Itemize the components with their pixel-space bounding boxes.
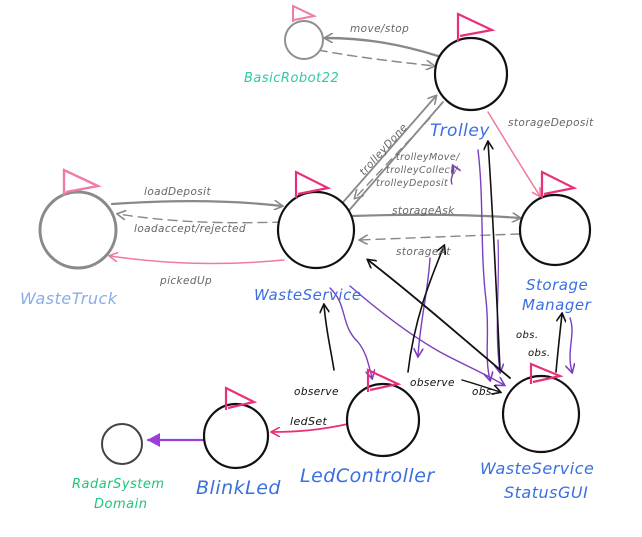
label-observe-right: observe: [410, 377, 455, 389]
label-status-gui-2: StatusGUI: [504, 483, 588, 502]
edge-load-deposit: [110, 201, 282, 206]
label-storage-at: storageAt: [396, 246, 451, 258]
edge-move-stop-reply: [317, 49, 434, 66]
label-load-accept: loadaccept/rejected: [134, 223, 246, 235]
edges: [110, 38, 572, 447]
edge-picked-up: [110, 256, 285, 265]
edge-storage-deposit: [487, 111, 540, 196]
label-load-deposit: loadDeposit: [144, 186, 211, 198]
node-trolley[interactable]: [433, 12, 509, 112]
edge-led-set: [272, 423, 349, 432]
actor-flag-icon: [294, 170, 332, 198]
nodes: [38, 4, 592, 470]
edge-observe-trolley-gui: [477, 149, 490, 380]
label-observe-left: observe: [294, 386, 339, 398]
label-trolley-cmd-2: trolleyCollect/: [386, 165, 459, 176]
label-trolley: Trolley: [430, 121, 490, 141]
edge-status-squiggle: [450, 166, 454, 185]
label-obs-sm-1: obs.: [516, 330, 538, 341]
label-picked-up: pickedUp: [159, 275, 212, 287]
edge-led-observe-trolley: [407, 246, 444, 373]
actor-flag-icon: [224, 386, 258, 410]
label-storage-ask: storageAsk: [392, 205, 455, 217]
node-waste-truck[interactable]: [38, 168, 118, 270]
edge-gui-observe-ws: [368, 260, 511, 379]
label-storage-manager-1: Storage: [526, 276, 588, 294]
edge-observe-sm-gui: [570, 317, 572, 372]
actor-flag-icon: [529, 362, 564, 384]
edge-led-observe-ws: [324, 305, 335, 371]
label-led-controller: LedController: [300, 465, 435, 487]
node-blink-led[interactable]: [202, 386, 270, 470]
edge-led-observe-gui: [461, 379, 500, 392]
label-storage-manager-2: Manager: [522, 296, 592, 314]
label-waste-service: WasteService: [254, 286, 362, 304]
label-basic-robot: BasicRobot22: [244, 71, 339, 86]
label-trolley-cmd-1: trolleyMove/: [396, 152, 461, 163]
node-labels: BasicRobot22 Trolley WasteTruck WasteSer…: [20, 71, 594, 512]
node-storage-manager[interactable]: [518, 170, 592, 267]
label-move-stop: move/stop: [350, 23, 409, 35]
edge-load-accept: [118, 214, 283, 224]
label-radar-system-2: Domain: [94, 497, 147, 512]
label-trolley-cmd-3: trolleyDeposit: [376, 178, 449, 189]
actor-flag-icon: [292, 4, 318, 22]
label-radar-system-1: RadarSystem: [72, 477, 165, 492]
label-waste-truck: WasteTruck: [20, 289, 118, 308]
actor-flag-icon: [456, 12, 496, 42]
edge-move-stop: [325, 38, 440, 58]
edge-storage-at: [360, 233, 521, 240]
edge-observe-ws-led: [329, 287, 372, 378]
actor-flag-icon: [366, 368, 402, 392]
edge-gui-observe-sm: [555, 314, 562, 373]
node-waste-service[interactable]: [276, 170, 356, 270]
label-obs-sm-2: obs.: [528, 348, 550, 359]
node-status-gui[interactable]: [501, 362, 581, 454]
edge-gui-observe-trolley: [488, 142, 501, 371]
edge-trolley-done: [355, 117, 431, 198]
node-led-controller[interactable]: [345, 368, 421, 458]
actor-flag-icon: [62, 168, 102, 196]
label-obs-gui: obs.: [472, 386, 496, 398]
edge-storage-ask: [350, 215, 520, 218]
label-storage-deposit: storageDeposit: [508, 117, 594, 129]
actor-flag-icon: [540, 170, 578, 198]
edge-observe-trolley-led: [418, 257, 431, 356]
label-status-gui-1: WasteService: [480, 459, 594, 478]
edge-observe-ws-gui: [349, 285, 504, 385]
label-blink-led: BlinkLed: [196, 477, 281, 499]
node-radar-system[interactable]: [101, 423, 143, 465]
label-led-set: ledSet: [290, 415, 328, 428]
node-basic-robot[interactable]: [284, 4, 324, 60]
